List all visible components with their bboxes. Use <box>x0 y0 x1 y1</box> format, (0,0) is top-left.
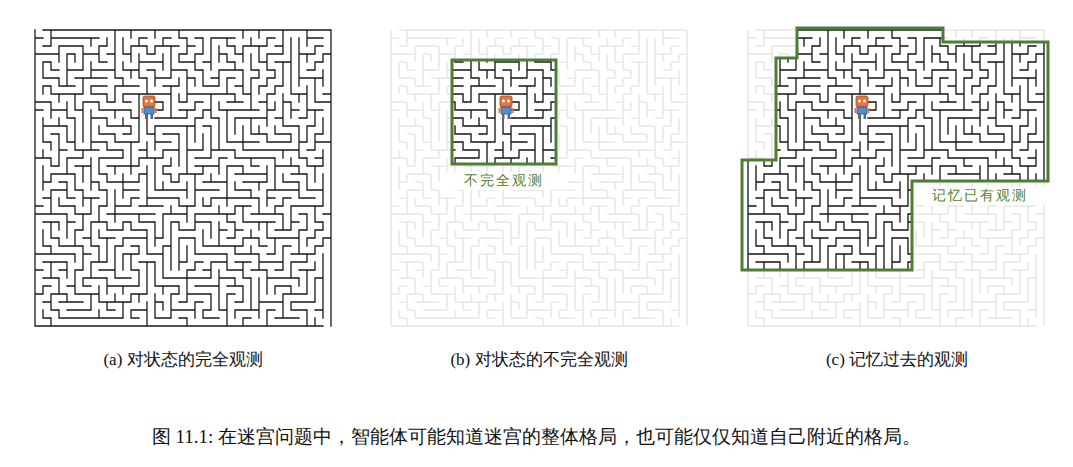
robot-icon <box>499 96 514 119</box>
observation-region: 记忆已有观测 <box>742 27 1048 271</box>
region-outline <box>742 27 1048 271</box>
subfigure-caption: (c) 记忆过去的观测 <box>727 348 1067 371</box>
maze-faded <box>391 30 687 326</box>
maze-faded <box>748 30 1044 326</box>
maze-visible <box>748 30 1044 326</box>
maze-visible <box>452 60 556 164</box>
maze-full <box>35 30 331 326</box>
region-label: 不完全观测 <box>440 172 568 190</box>
observation-region: 不完全观测 <box>440 58 568 193</box>
figure-caption: 图 11.1: 在迷宫问题中，智能体可能知道迷宫的整体格局，也可能仅仅知道自己附… <box>0 424 1073 450</box>
region-label: 记忆已有观测 <box>914 187 1046 205</box>
robot-icon <box>142 96 157 119</box>
subfigure-caption: (b) 对状态的不完全观测 <box>369 348 709 371</box>
robot-icon <box>855 96 870 119</box>
subfigure-caption: (a) 对状态的完全观测 <box>13 348 353 371</box>
